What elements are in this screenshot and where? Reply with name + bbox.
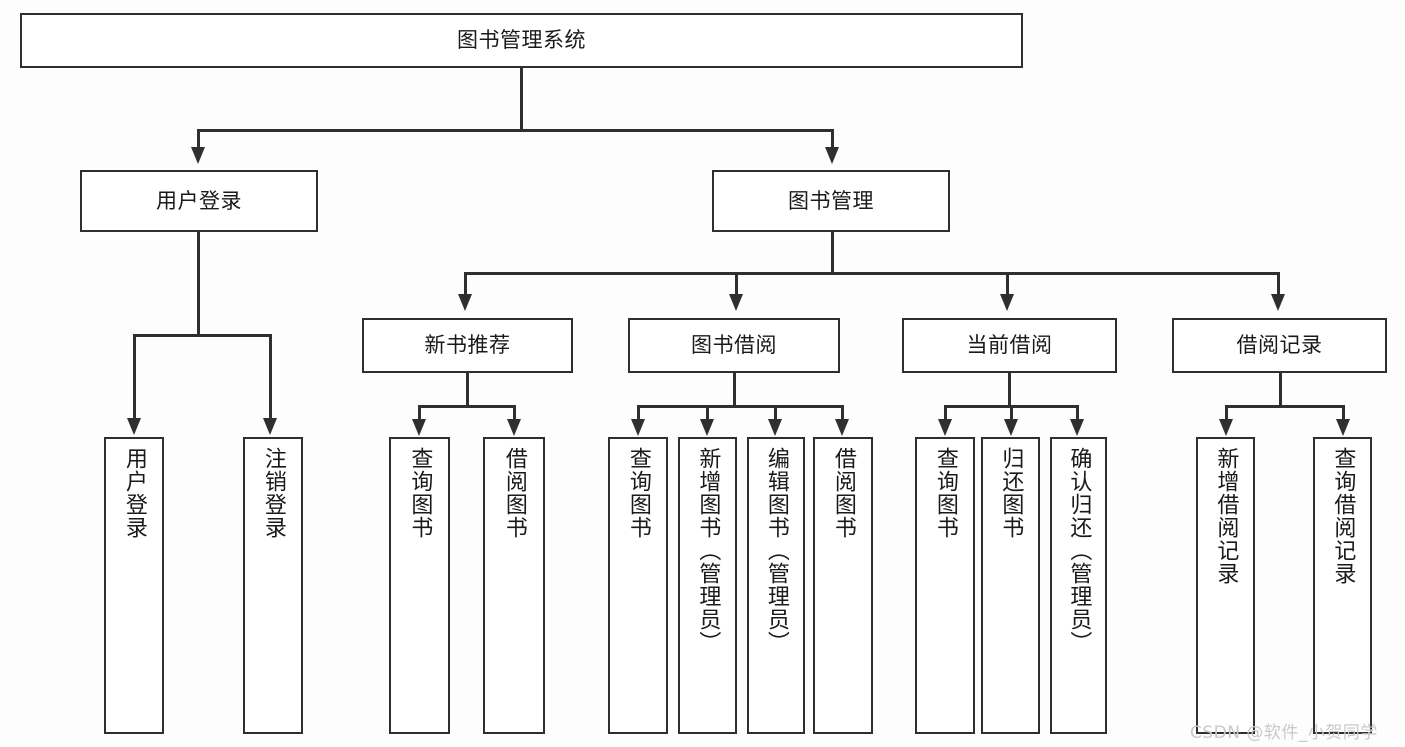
arrow-bb-leaf-3: [768, 419, 782, 436]
connector-cb-stem: [1008, 373, 1011, 407]
connector-root-drop-right: [831, 129, 834, 147]
connector-user-login-drop-2: [269, 334, 272, 420]
connector-br-stem: [1279, 373, 1282, 407]
connector-bm-drop-2: [735, 272, 738, 296]
connector-bm-drop-4: [1277, 272, 1280, 296]
leaf-bb-borrow-book[interactable]: 借阅图书: [813, 437, 873, 734]
connector-bm-drop-1: [464, 272, 467, 296]
leaf-bb-borrow-book-label: 借阅图书: [830, 447, 856, 539]
leaf-user-login-label: 用户登录: [121, 447, 147, 539]
connector-nbr-drop-1: [418, 405, 421, 421]
connector-user-login-bus: [133, 334, 271, 337]
arrow-bb-leaf-1: [631, 419, 645, 436]
leaf-logout-label: 注销登录: [260, 447, 286, 539]
arrow-to-new-book-rec: [458, 294, 472, 311]
connector-bm-drop-3: [1006, 272, 1009, 296]
connector-root-stem: [520, 68, 523, 131]
leaf-bb-edit-book-admin-label: 编辑图书（管理员）: [763, 447, 789, 654]
leaf-br-query-record[interactable]: 查询借阅记录: [1313, 437, 1372, 734]
leaf-cb-query-book[interactable]: 查询图书: [915, 437, 975, 734]
leaf-logout[interactable]: 注销登录: [243, 437, 303, 734]
leaf-cb-confirm-return-admin[interactable]: 确认归还（管理员）: [1050, 437, 1107, 734]
node-current-borrow[interactable]: 当前借阅: [902, 318, 1117, 373]
node-root-label: 图书管理系统: [457, 28, 586, 53]
connector-br-drop-2: [1342, 405, 1345, 421]
arrow-br-leaf-2: [1336, 419, 1350, 436]
connector-cb-drop-3: [1076, 405, 1079, 421]
connector-user-login-drop-1: [133, 334, 136, 420]
leaf-bb-query-book-label: 查询图书: [625, 447, 651, 539]
connector-cb-drop-2: [1010, 405, 1013, 421]
leaf-nbr-borrow-book-label: 借阅图书: [501, 447, 527, 539]
arrow-bb-leaf-2: [700, 419, 714, 436]
node-book-manage-label: 图书管理: [788, 188, 874, 213]
arrow-nbr-leaf-2: [507, 419, 521, 436]
connector-nbr-stem: [466, 373, 469, 407]
arrow-cb-leaf-1: [938, 419, 952, 436]
node-borrow-record-label: 借阅记录: [1236, 333, 1323, 358]
connector-bb-drop-4: [841, 405, 844, 421]
leaf-nbr-borrow-book[interactable]: 借阅图书: [483, 437, 545, 734]
leaf-bb-edit-book-admin[interactable]: 编辑图书（管理员）: [747, 437, 805, 734]
node-book-borrow[interactable]: 图书借阅: [628, 318, 840, 373]
node-new-book-recommend[interactable]: 新书推荐: [362, 318, 573, 373]
connector-cb-drop-1: [944, 405, 947, 421]
arrow-to-book-manage: [825, 147, 839, 164]
connector-root-bus: [197, 129, 833, 132]
leaf-br-add-record[interactable]: 新增借阅记录: [1196, 437, 1255, 734]
connector-bb-drop-3: [774, 405, 777, 421]
connector-bb-drop-1: [637, 405, 640, 421]
connector-br-bus: [1225, 405, 1344, 408]
connector-br-drop-1: [1225, 405, 1228, 421]
leaf-cb-confirm-return-admin-label: 确认归还（管理员）: [1066, 447, 1092, 654]
arrow-to-leaf-user-login: [127, 418, 141, 435]
connector-book-manage-bus: [464, 272, 1280, 275]
node-root[interactable]: 图书管理系统: [20, 13, 1023, 68]
leaf-br-add-record-label: 新增借阅记录: [1213, 447, 1239, 585]
connector-root-drop-left: [197, 129, 200, 147]
connector-bb-bus: [637, 405, 843, 408]
leaf-cb-return-book-label: 归还图书: [998, 447, 1024, 539]
leaf-bb-add-book-admin[interactable]: 新增图书（管理员）: [678, 437, 737, 734]
arrow-to-user-login: [191, 147, 205, 164]
node-user-login[interactable]: 用户登录: [80, 170, 318, 232]
connector-user-login-stem: [197, 232, 200, 336]
leaf-cb-query-book-label: 查询图书: [932, 447, 958, 539]
leaf-nbr-query-book-label: 查询图书: [407, 447, 433, 539]
arrow-to-current-borrow: [1000, 294, 1014, 311]
arrow-cb-leaf-2: [1004, 419, 1018, 436]
leaf-user-login[interactable]: 用户登录: [104, 437, 164, 734]
arrow-cb-leaf-3: [1070, 419, 1084, 436]
connector-nbr-bus: [418, 405, 516, 408]
connector-book-manage-stem: [831, 232, 834, 274]
leaf-nbr-query-book[interactable]: 查询图书: [389, 437, 450, 734]
leaf-bb-add-book-admin-label: 新增图书（管理员）: [695, 447, 721, 654]
node-book-borrow-label: 图书借阅: [691, 333, 777, 358]
node-new-book-recommend-label: 新书推荐: [424, 333, 511, 358]
connector-bb-drop-2: [706, 405, 709, 421]
leaf-cb-return-book[interactable]: 归还图书: [981, 437, 1040, 734]
node-book-manage[interactable]: 图书管理: [712, 170, 950, 232]
arrow-to-borrow-record: [1271, 294, 1285, 311]
connector-nbr-drop-2: [513, 405, 516, 421]
arrow-to-leaf-logout: [263, 418, 277, 435]
node-current-borrow-label: 当前借阅: [966, 333, 1053, 358]
node-borrow-record[interactable]: 借阅记录: [1172, 318, 1387, 373]
connector-bb-stem: [733, 373, 736, 407]
arrow-to-book-borrow: [729, 294, 743, 311]
arrow-bb-leaf-4: [835, 419, 849, 436]
csdn-watermark: CSDN @软件_小贺同学: [1190, 723, 1378, 743]
leaf-br-query-record-label: 查询借阅记录: [1330, 447, 1356, 585]
arrow-nbr-leaf-1: [412, 419, 426, 436]
arrow-br-leaf-1: [1219, 419, 1233, 436]
node-user-login-label: 用户登录: [156, 188, 242, 213]
leaf-bb-query-book[interactable]: 查询图书: [608, 437, 668, 734]
